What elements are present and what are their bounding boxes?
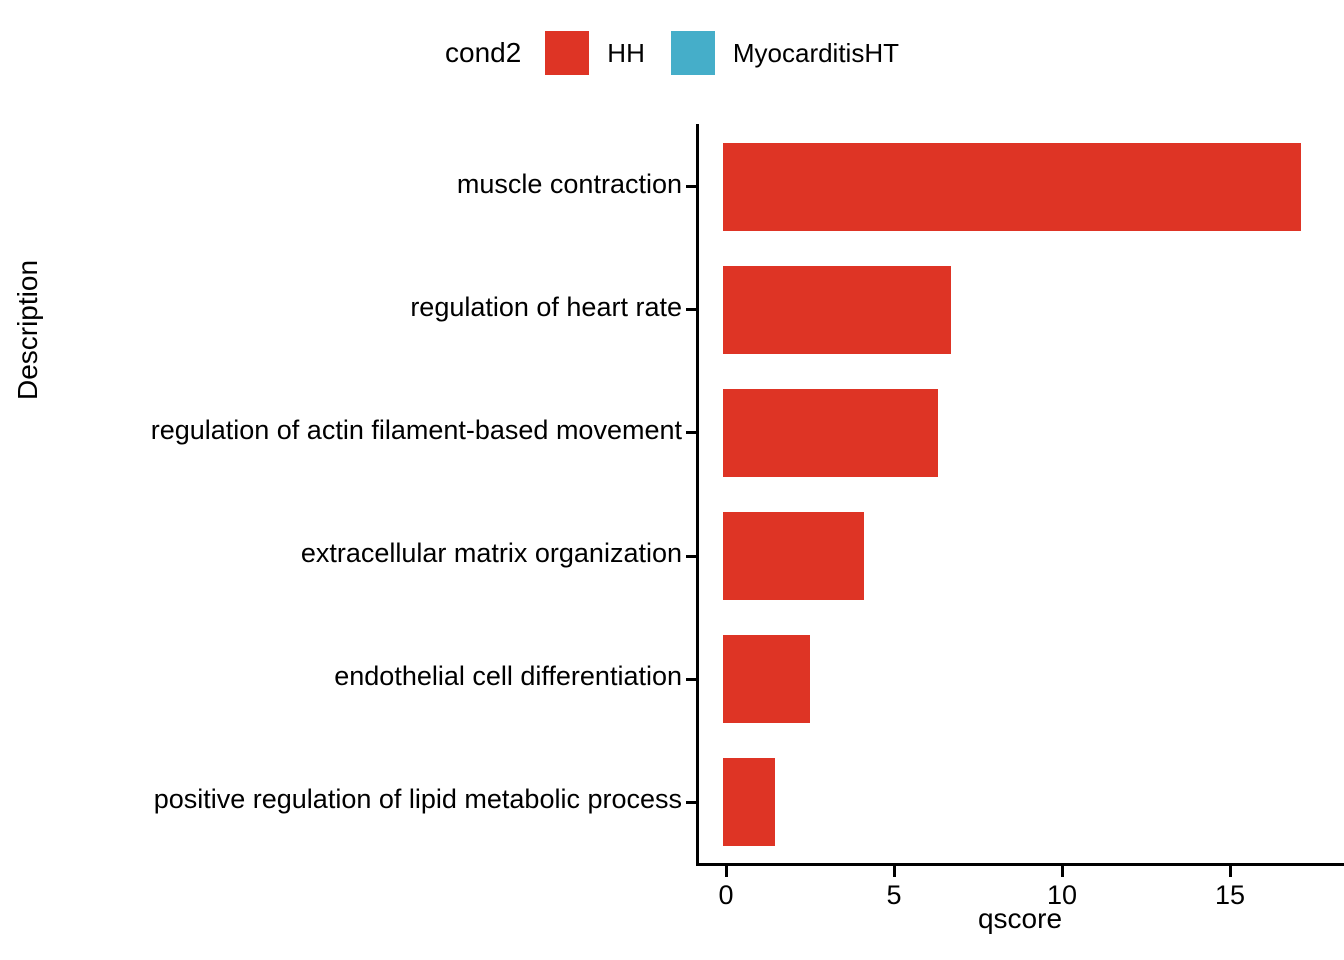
y-tick-label: regulation of actin filament-based movem… [150, 414, 682, 445]
y-tick-mark [686, 185, 696, 189]
legend-entry-myocarditisht: MyocarditisHT [670, 31, 899, 75]
bar[interactable] [723, 758, 775, 847]
bar[interactable] [723, 142, 1301, 231]
bar[interactable] [723, 635, 810, 724]
bar[interactable] [723, 388, 938, 477]
y-tick-label: extracellular matrix organization [300, 538, 682, 569]
legend-label-hh: HH [607, 38, 645, 68]
y-tick-mark [686, 677, 696, 681]
y-tick-mark [686, 554, 696, 558]
legend-entry-hh: HH [545, 31, 645, 75]
bar-row [696, 741, 1344, 864]
x-axis-title: qscore [977, 903, 1063, 934]
y-axis-line [696, 124, 699, 866]
y-tick-label: positive regulation of lipid metabolic p… [153, 784, 682, 815]
bar-row [696, 495, 1344, 618]
legend-swatch-myocarditisht [670, 31, 715, 75]
legend-swatch-hh [545, 31, 590, 75]
bar-row [696, 248, 1344, 371]
plot-panel [696, 125, 1344, 864]
x-tick-label: 15 [1214, 880, 1246, 910]
x-axis-line [696, 863, 1344, 866]
x-tick-mark [1228, 866, 1232, 877]
y-tick-mark [686, 800, 696, 804]
x-tick-label: 0 [718, 880, 734, 910]
legend-title: cond2 [445, 37, 522, 68]
x-tick-label: 5 [886, 880, 902, 910]
bar-row [696, 125, 1344, 248]
y-tick-label: regulation of heart rate [410, 291, 682, 322]
bar[interactable] [723, 265, 952, 354]
y-tick-label: muscle contraction [456, 168, 682, 199]
bar[interactable] [723, 512, 864, 601]
y-axis-title: Description [12, 259, 43, 401]
bar-row [696, 618, 1344, 741]
y-tick-label: endothelial cell differentiation [334, 661, 682, 692]
x-tick-mark [1060, 866, 1064, 877]
legend-label-myocarditisht: MyocarditisHT [732, 38, 899, 68]
x-tick-mark [724, 866, 728, 877]
x-tick-mark [892, 866, 896, 877]
x-tick-label: 10 [1046, 880, 1078, 910]
y-tick-mark [686, 308, 696, 312]
chart-legend: cond2 HH MyocarditisHT [0, 22, 1344, 84]
y-tick-mark [686, 431, 696, 435]
bar-row [696, 371, 1344, 494]
